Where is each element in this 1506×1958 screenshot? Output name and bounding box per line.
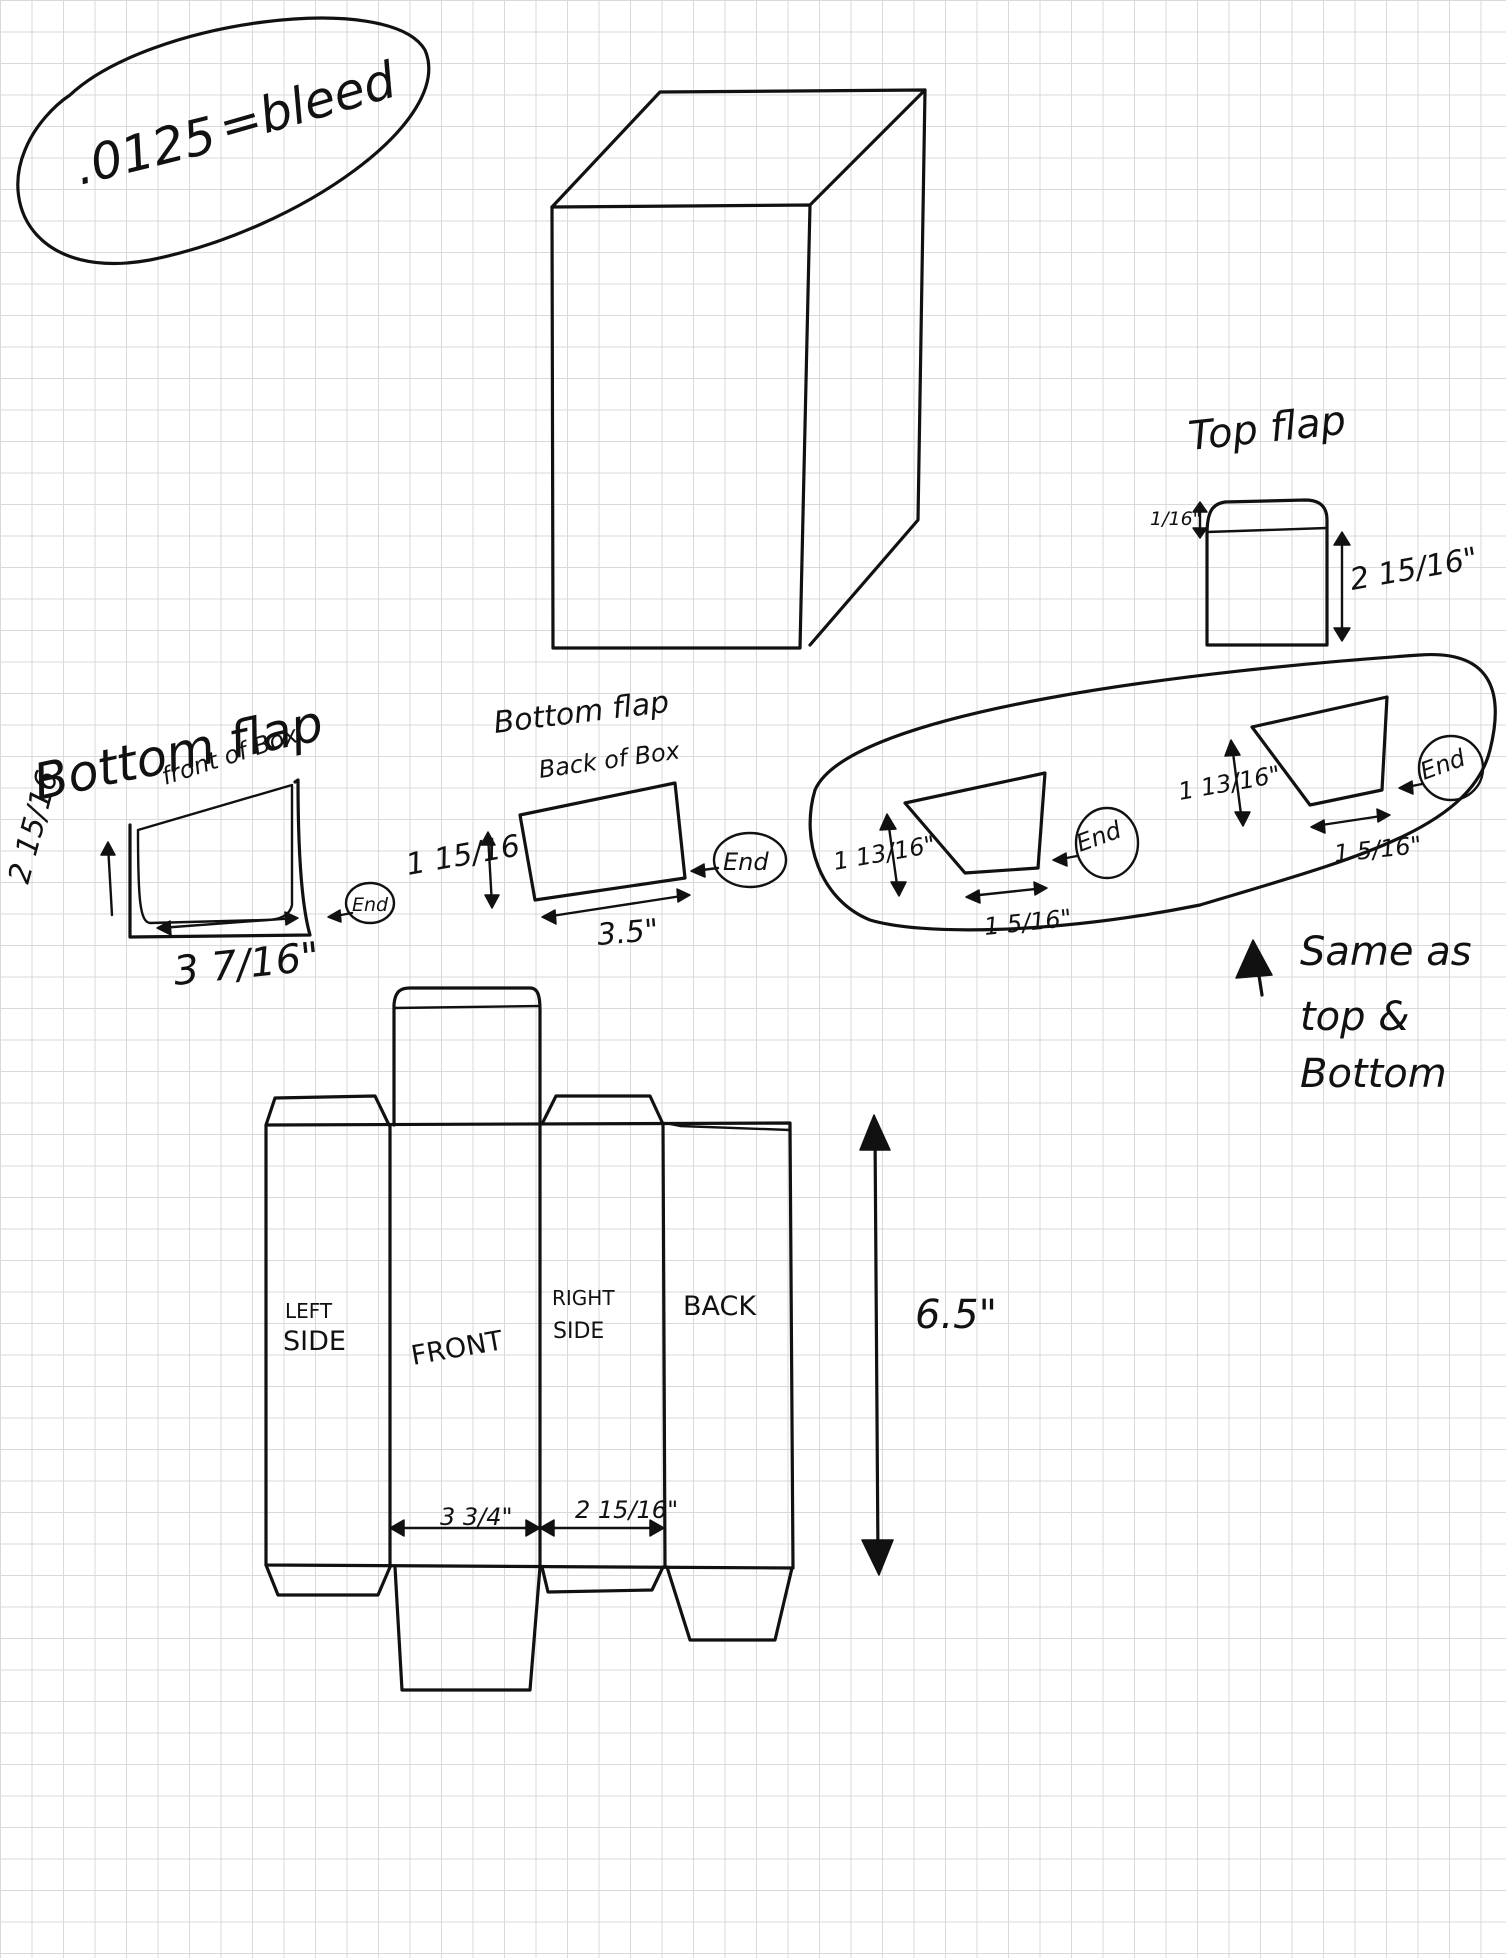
side-flaps-note-line3: Bottom	[1300, 1051, 1447, 1097]
side-flap-left-height-arrow	[886, 818, 900, 894]
bleed-note: .0125 =bleed	[16, 16, 431, 266]
box-dieline: LEFT SIDE FRONT RIGHT SIDE BACK 3 3/4" 2…	[264, 986, 997, 1692]
dieline-top-tuck-flap	[392, 986, 542, 1127]
side-flap-left-end-label: End	[1072, 815, 1125, 857]
top-flap-tuck-dim: 1/16"	[1150, 508, 1201, 530]
top-flap-fold-line	[1205, 526, 1329, 534]
dieline-top-left-side-flap	[264, 1094, 391, 1127]
bottom-flap-front-height-arrow	[106, 843, 114, 917]
bleed-equals-label: =bleed	[212, 51, 402, 157]
box-side-face	[808, 88, 927, 647]
panel-back-label: BACK	[683, 1291, 757, 1322]
side-flaps-group: 1 13/16" 1 5/16" End 1 13/16" 1 5/16" En…	[808, 653, 1497, 1097]
front-width-dim: 3 3/4"	[440, 1503, 513, 1531]
bottom-flap-front-sketch: Bottom flap front of Box 2 15/16 3 7/16"…	[2, 694, 396, 995]
side-flap-right-outline	[1250, 695, 1389, 807]
side-flap-left-height-dim: 1 13/16"	[831, 830, 937, 875]
dieline-top-right-side-flap	[540, 1094, 665, 1126]
bottom-flap-back-sketch: Bottom flap Back of Box 1 15/16 3.5" End	[403, 685, 788, 953]
box-front-face	[550, 203, 812, 650]
height-arrow	[873, 1128, 880, 1562]
side-flaps-note-line2: top &	[1300, 994, 1409, 1040]
side-flap-left-width-arrow	[968, 886, 1047, 898]
top-flap-height-dim: 2 15/16"	[1347, 541, 1480, 598]
bottom-flap-back-height-dim: 1 15/16	[403, 828, 522, 882]
side-flaps-note-line1: Same as	[1300, 929, 1472, 975]
height-dim: 6.5"	[915, 1292, 997, 1338]
side-flap-right-height-arrow	[1230, 743, 1244, 824]
dieline-top-tuck-fold	[392, 1004, 542, 1010]
bottom-flap-front-outline	[128, 778, 312, 939]
bottom-flap-back-height-arrow	[486, 833, 494, 907]
dieline-top-back-edge	[663, 1121, 792, 1132]
bottom-flap-front-height-dim: 2 15/16	[2, 767, 66, 887]
bottom-flap-front-width-arrow	[158, 916, 297, 930]
bottom-flap-back-end-circle	[712, 831, 788, 889]
panel-right-side-line2: SIDE	[553, 1319, 604, 1344]
bottom-flap-back-width-dim: 3.5"	[596, 913, 660, 953]
bottom-flap-back-outline	[518, 781, 687, 902]
side-flap-left-end-circle	[1074, 806, 1140, 880]
bottom-flap-back-subtitle: Back of Box	[537, 736, 682, 784]
dieline-bottom-back-flap	[665, 1565, 794, 1642]
dieline-bottom-front-flap	[393, 1565, 542, 1692]
bottom-flap-front-width-dim: 3 7/16"	[171, 934, 321, 995]
top-flap-outline	[1205, 498, 1329, 647]
dieline-bottom-left-side-flap	[264, 1563, 392, 1597]
top-flap-sketch: Top flap 1/16" 2 15/16"	[1150, 398, 1480, 647]
bottom-flap-back-title: Bottom flap	[492, 685, 671, 741]
dieline-bottom-right-side-flap	[540, 1565, 665, 1594]
panel-right-side-line1: RIGHT	[552, 1286, 615, 1310]
dieline-fold-3	[661, 1122, 667, 1569]
side-width-dim: 2 15/16"	[575, 1496, 678, 1524]
side-flap-right-end-circle	[1417, 734, 1485, 802]
panel-left-side-line1: LEFT	[285, 1299, 333, 1323]
bleed-note-ellipse	[16, 16, 431, 266]
bottom-flap-front-inner	[136, 783, 294, 925]
bleed-value: .0125	[69, 106, 222, 197]
box-top-face	[550, 88, 927, 209]
bottom-flap-front-end-label: End	[352, 894, 389, 916]
side-flap-right-width-arrow	[1313, 813, 1390, 828]
bottom-flap-back-end-label: End	[723, 848, 769, 876]
panel-front-label: FRONT	[409, 1325, 506, 1372]
side-flap-left-outline	[903, 771, 1047, 875]
side-flaps-enclosure	[808, 653, 1497, 932]
bottom-flap-front-end-circle	[344, 881, 396, 925]
side-flap-right-height-dim: 1 13/16"	[1176, 760, 1282, 805]
side-flap-right-width-dim: 1 5/16"	[1333, 831, 1423, 868]
bottom-flap-back-width-arrow	[543, 893, 690, 919]
panel-left-side-line2: SIDE	[283, 1326, 346, 1357]
box-3d-sketch	[550, 88, 927, 650]
top-flap-title: Top flap	[1186, 398, 1348, 460]
side-flap-left-width-dim: 1 5/16"	[983, 904, 1073, 941]
